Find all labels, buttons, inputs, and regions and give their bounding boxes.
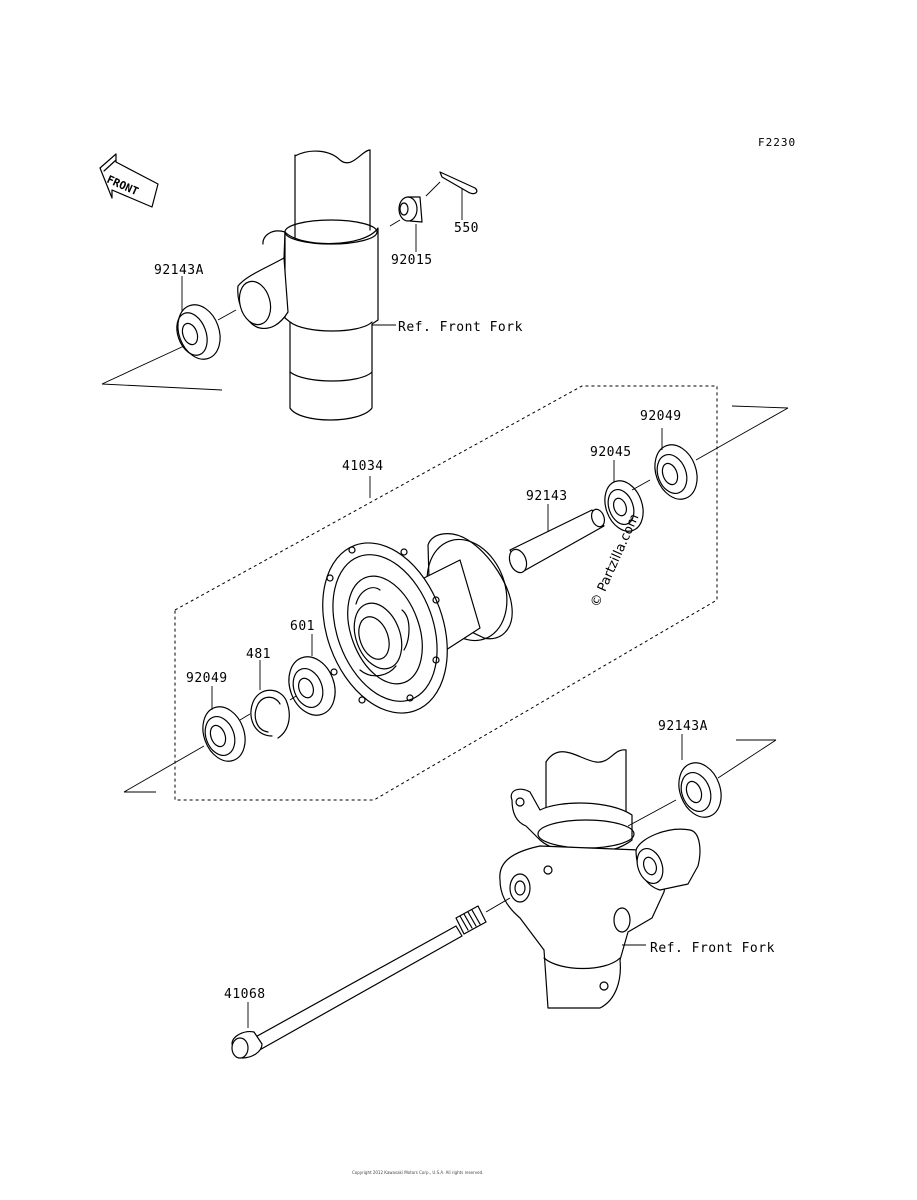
front-fork-bottom <box>499 749 701 1009</box>
wheel-hub-41034 <box>322 533 513 714</box>
label-92015: 92015 <box>391 253 433 268</box>
label-601: 601 <box>290 619 315 634</box>
label-92143: 92143 <box>526 489 568 504</box>
label-41034: 41034 <box>342 459 384 474</box>
label-92143A-bottom: 92143A <box>658 719 708 734</box>
front-fork-top <box>237 149 478 421</box>
front-direction-arrow-icon: FRONT <box>99 153 159 208</box>
label-92143A-top: 92143A <box>154 263 204 278</box>
label-ref-front-fork-top: Ref. Front Fork <box>398 320 523 335</box>
seal-92143A-top <box>176 304 221 360</box>
seal-92049-bottom <box>202 706 246 762</box>
bearing-601 <box>288 656 336 716</box>
label-550: 550 <box>454 221 479 236</box>
label-481: 481 <box>246 647 271 662</box>
bearing-92045 <box>604 480 644 532</box>
diagram-code: F2230 <box>758 136 796 149</box>
seal-92049-top <box>654 444 698 500</box>
seal-92143A-bottom <box>678 762 722 818</box>
label-92049-bottom: 92049 <box>186 671 228 686</box>
label-ref-front-fork-bottom: Ref. Front Fork <box>650 941 775 956</box>
label-41068: 41068 <box>224 987 266 1002</box>
copyright-text: Copyright 2012 Kawasaki Motors Corp., U.… <box>352 1170 483 1175</box>
axle-41068 <box>231 897 511 1059</box>
label-92049-top: 92049 <box>640 409 682 424</box>
label-92045: 92045 <box>590 445 632 460</box>
spacer-92143 <box>508 508 606 574</box>
circlip-481 <box>250 689 290 739</box>
